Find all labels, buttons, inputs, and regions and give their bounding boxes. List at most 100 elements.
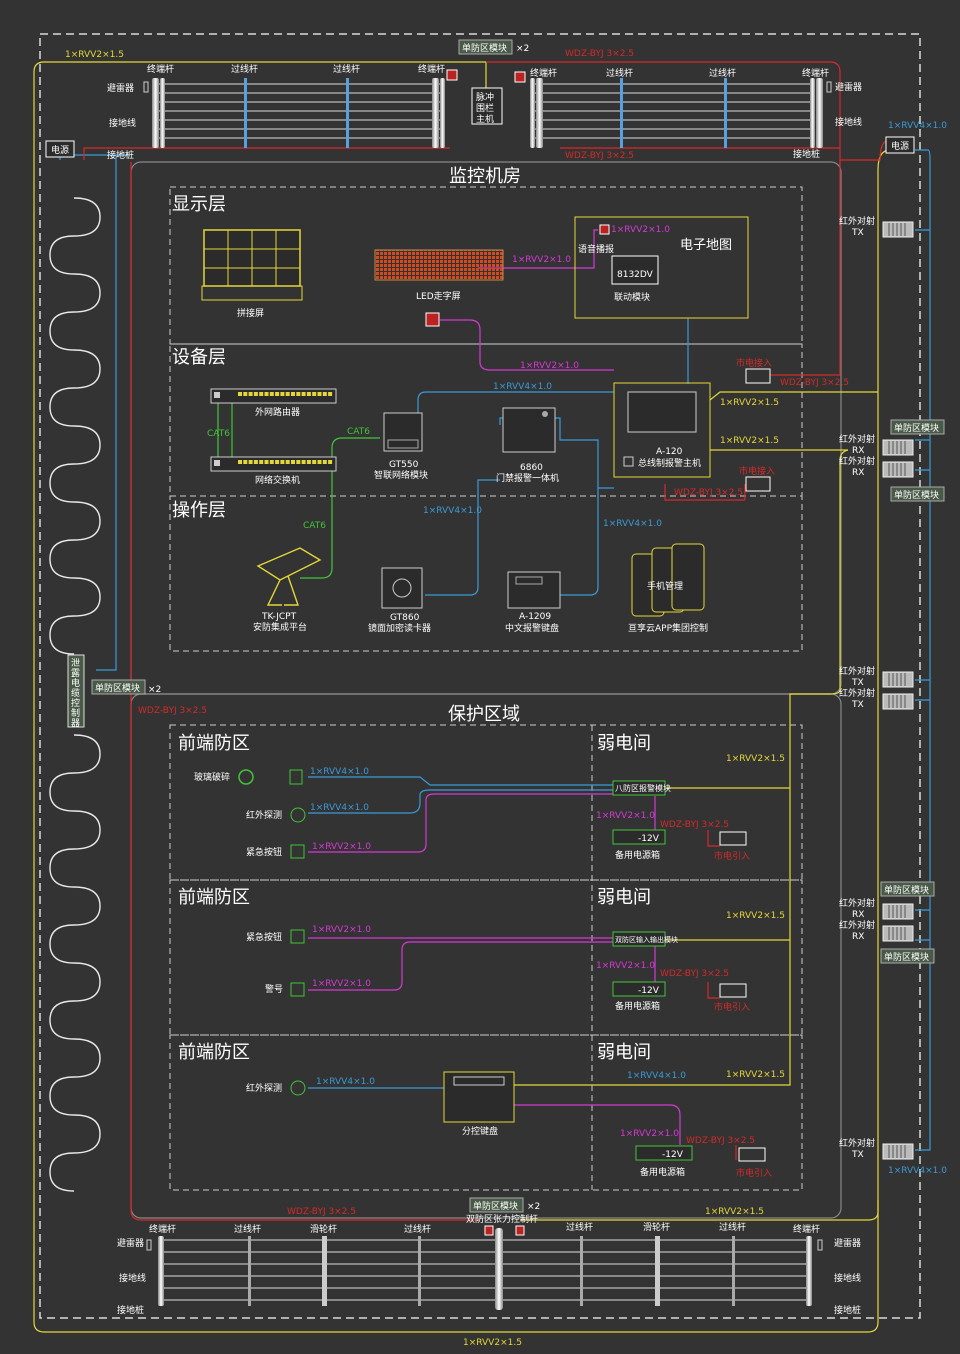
svg-text:红外对射: 红外对射 bbox=[839, 687, 875, 699]
svg-text:GT550: GT550 bbox=[389, 460, 419, 470]
tk-platform: TK-JCPT 安防集成平台 bbox=[253, 547, 322, 633]
svg-text:WDZ-BYJ 3×2.5: WDZ-BYJ 3×2.5 bbox=[686, 1136, 755, 1146]
cables bbox=[33, 61, 931, 1333]
svg-text:A-1209: A-1209 bbox=[519, 612, 551, 622]
svg-text:1×RVV2×1.5: 1×RVV2×1.5 bbox=[65, 50, 124, 60]
svg-text:网络交换机: 网络交换机 bbox=[255, 474, 300, 486]
svg-text:1×RVV2×1.5: 1×RVV2×1.5 bbox=[720, 436, 779, 446]
leak-cable-char: 缆 bbox=[71, 687, 80, 699]
svg-text:联动模块: 联动模块 bbox=[614, 291, 650, 303]
control-room-title: 监控机房 bbox=[449, 166, 521, 187]
leak-cable-char: 电 bbox=[71, 677, 80, 689]
emap-box: 电子地图 1×RVV2×1.0 语音播报 8132DV 联动模块 bbox=[574, 216, 749, 319]
svg-text:接地线: 接地线 bbox=[109, 117, 136, 129]
svg-text:TK-JCPT: TK-JCPT bbox=[261, 612, 297, 622]
svg-text:语音播报: 语音播报 bbox=[578, 243, 614, 255]
left-power-box bbox=[45, 140, 75, 158]
svg-text:双防区输入输出模块: 双防区输入输出模块 bbox=[615, 935, 678, 944]
svg-text:红外对射: 红外对射 bbox=[839, 919, 875, 931]
svg-text:滑轮杆: 滑轮杆 bbox=[310, 1223, 337, 1235]
svg-text:终端杆: 终端杆 bbox=[418, 63, 445, 75]
svg-text:过线杆: 过线杆 bbox=[606, 67, 633, 79]
svg-text:红外对射: 红外对射 bbox=[839, 455, 875, 467]
svg-text:市电引入: 市电引入 bbox=[714, 850, 750, 862]
svg-text:-12V: -12V bbox=[638, 986, 660, 996]
svg-text:亘享云APP集团控制: 亘享云APP集团控制 bbox=[628, 622, 708, 634]
svg-text:1×RVV4×1.0: 1×RVV4×1.0 bbox=[316, 1077, 375, 1087]
zone1: 玻璃破碎 1×RVV4×1.0 红外探测 1×RVV4×1.0 紧急按钮 1×R… bbox=[194, 754, 785, 862]
svg-text:红外探测: 红外探测 bbox=[246, 809, 282, 821]
a1209-keypad: A-1209 中文报警键盘 bbox=[505, 571, 561, 634]
svg-text:过线杆: 过线杆 bbox=[709, 67, 736, 79]
svg-text:单防区模块: 单防区模块 bbox=[884, 951, 929, 963]
svg-text:接地桩: 接地桩 bbox=[793, 148, 820, 160]
svg-text:RX: RX bbox=[852, 932, 864, 942]
svg-text:-12V: -12V bbox=[662, 1150, 684, 1160]
svg-text:门禁报警一体机: 门禁报警一体机 bbox=[496, 472, 559, 484]
svg-text:1×RVV2×1.0: 1×RVV2×1.0 bbox=[611, 225, 670, 235]
svg-text:RX: RX bbox=[852, 468, 864, 478]
svg-text:备用电源箱: 备用电源箱 bbox=[615, 1000, 660, 1012]
svg-text:弱电间: 弱电间 bbox=[597, 733, 651, 754]
svg-text:接地桩: 接地桩 bbox=[107, 149, 134, 161]
right-side: 1×RVV4×1.0 电源 红外对射TX红外对射RX红外对射RX红外对射TX红外… bbox=[839, 121, 947, 1176]
svg-text:1×RVV2×1.0: 1×RVV2×1.0 bbox=[596, 961, 655, 971]
svg-text:1×RVV2×1.5: 1×RVV2×1.5 bbox=[705, 1207, 764, 1217]
svg-text:红外对射: 红外对射 bbox=[839, 665, 875, 677]
svg-text:单防区模块: 单防区模块 bbox=[95, 682, 140, 694]
leak-cable-char: 器 bbox=[71, 718, 80, 729]
mains-socket-icon-2 bbox=[745, 476, 771, 492]
top-module-label: 单防区模块 bbox=[462, 42, 507, 54]
svg-text:1×RVV2×1.0: 1×RVV2×1.0 bbox=[312, 925, 371, 935]
svg-text:WDZ-BYJ 3×2.5: WDZ-BYJ 3×2.5 bbox=[565, 49, 634, 59]
svg-text:滑轮杆: 滑轮杆 bbox=[643, 1221, 670, 1233]
svg-text:1×RVV4×1.0: 1×RVV4×1.0 bbox=[310, 767, 369, 777]
svg-text:1×RVV4×1.0: 1×RVV4×1.0 bbox=[423, 506, 482, 516]
svg-text:终端杆: 终端杆 bbox=[147, 63, 174, 75]
svg-text:TX: TX bbox=[851, 228, 864, 238]
top-fence: 单防区模块 ×2 1×RVV2×1.5 WDZ-BYJ 3×2.5 WDZ-BY… bbox=[45, 39, 862, 161]
svg-text:WDZ-BYJ 3×2.5: WDZ-BYJ 3×2.5 bbox=[674, 488, 743, 498]
svg-text:前端防区: 前端防区 bbox=[178, 733, 250, 754]
leak-cable-char: 制 bbox=[71, 707, 80, 719]
svg-text:市电接入: 市电接入 bbox=[736, 357, 772, 369]
svg-text:LED走字屏: LED走字屏 bbox=[416, 290, 461, 302]
svg-text:围栏: 围栏 bbox=[476, 102, 494, 114]
device-layer-title: 设备层 bbox=[172, 347, 226, 368]
ir-beam-unit bbox=[882, 671, 914, 688]
ir-beam-unit bbox=[882, 461, 914, 478]
svg-text:CAT6: CAT6 bbox=[347, 427, 370, 437]
svg-text:CAT6: CAT6 bbox=[303, 521, 326, 531]
svg-text:终端杆: 终端杆 bbox=[149, 1223, 176, 1235]
device-layer-frame bbox=[169, 343, 803, 497]
operation-layer-frame bbox=[169, 495, 803, 652]
display-layer-title: 显示层 bbox=[172, 194, 226, 215]
svg-text:脉冲: 脉冲 bbox=[476, 91, 494, 103]
ir-beam-unit bbox=[882, 439, 914, 456]
router: 外网路由器 bbox=[210, 388, 337, 418]
svg-text:×2: ×2 bbox=[516, 44, 529, 54]
svg-text:双防区张力控制杆: 双防区张力控制杆 bbox=[466, 1213, 538, 1225]
operation-layer-title: 操作层 bbox=[172, 500, 226, 521]
svg-text:WDZ-BYJ 3×2.5: WDZ-BYJ 3×2.5 bbox=[138, 706, 207, 716]
svg-text:过线杆: 过线杆 bbox=[333, 63, 360, 75]
svg-text:WDZ-BYJ 3×2.5: WDZ-BYJ 3×2.5 bbox=[660, 969, 729, 979]
svg-text:1×RVV4×1.0: 1×RVV4×1.0 bbox=[310, 803, 369, 813]
zone2: 紧急按钮 1×RVV2×1.0 警号 1×RVV2×1.0 双防区输入输出模块 … bbox=[246, 911, 785, 1013]
svg-text:市电引入: 市电引入 bbox=[714, 1001, 750, 1013]
gt860: GT860 镜面加密读卡器 bbox=[368, 567, 431, 634]
svg-text:接地线: 接地线 bbox=[834, 1272, 861, 1284]
svg-text:RX: RX bbox=[852, 910, 864, 920]
svg-text:接地线: 接地线 bbox=[835, 116, 862, 128]
svg-text:过线杆: 过线杆 bbox=[566, 1221, 593, 1233]
svg-text:红外对射: 红外对射 bbox=[839, 897, 875, 909]
svg-text:1×RVV2×1.5: 1×RVV2×1.5 bbox=[726, 911, 785, 921]
svg-text:1×RVV4×1.0: 1×RVV4×1.0 bbox=[627, 1071, 686, 1081]
switch: 网络交换机 bbox=[210, 456, 337, 486]
svg-text:单防区模块: 单防区模块 bbox=[884, 884, 929, 896]
svg-text:弱电间: 弱电间 bbox=[597, 887, 651, 908]
svg-text:TX: TX bbox=[851, 700, 864, 710]
svg-text:过线杆: 过线杆 bbox=[234, 1223, 261, 1235]
